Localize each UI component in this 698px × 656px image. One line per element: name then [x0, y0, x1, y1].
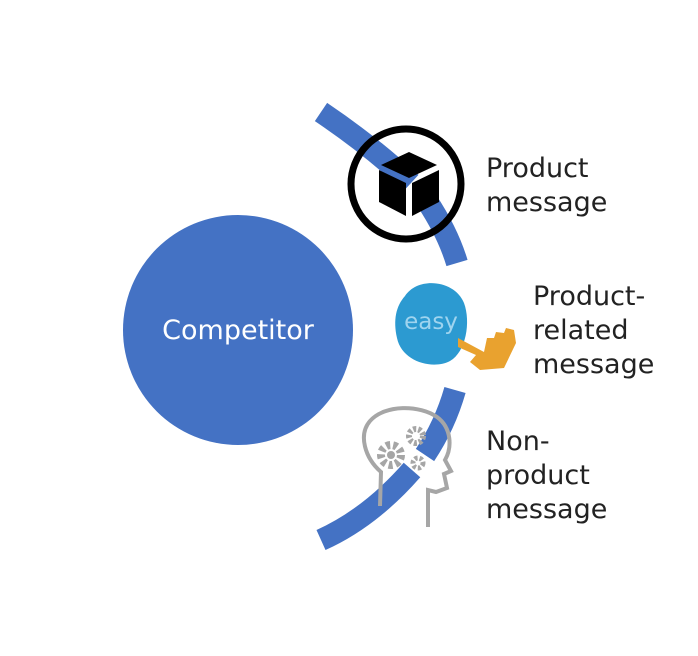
- competitor-label: Competitor: [162, 314, 314, 346]
- product-related-message-line-3: message: [533, 349, 655, 380]
- cube-icon: [347, 125, 465, 243]
- product-related-message-line-1: Product-: [533, 281, 646, 312]
- head-gears-icon: [361, 406, 454, 527]
- arc-segment-upper: [417, 194, 468, 267]
- easy-text: easy: [404, 309, 458, 335]
- easy-hand-icon: easy: [395, 283, 516, 370]
- product-message-line-1: Product: [486, 153, 589, 184]
- product-related-message-label: Product- related message: [533, 280, 654, 382]
- non-product-message-line-2: product: [486, 460, 590, 491]
- product-message-label: Product message: [486, 152, 607, 220]
- product-message-line-2: message: [486, 187, 608, 218]
- non-product-message-line-3: message: [486, 494, 608, 525]
- non-product-message-line-1: Non-: [486, 426, 550, 457]
- arc-segment-bottom: [316, 462, 421, 551]
- competitor-circle: [123, 215, 353, 445]
- non-product-message-label: Non- product message: [486, 425, 607, 527]
- product-related-message-line-2: related: [533, 315, 629, 346]
